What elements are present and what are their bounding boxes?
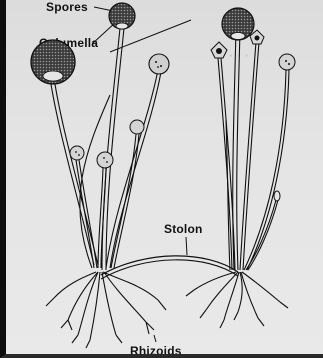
right-sporangia — [211, 8, 295, 201]
right-sporangiophores — [218, 30, 289, 270]
leader-rhizoids — [154, 335, 156, 342]
rhizoids-right — [186, 272, 288, 328]
sporangium-right-small — [279, 54, 295, 70]
leader-stolon — [186, 237, 187, 255]
rhizopus-illustration — [6, 0, 323, 358]
sporangium-small-c — [70, 146, 84, 160]
rhizoids-left — [46, 272, 166, 348]
sporangium-medium — [149, 54, 169, 74]
sporangium-small-b — [97, 152, 113, 168]
sporangium-small-a — [130, 120, 144, 134]
sporangium-right-bud — [274, 191, 280, 201]
